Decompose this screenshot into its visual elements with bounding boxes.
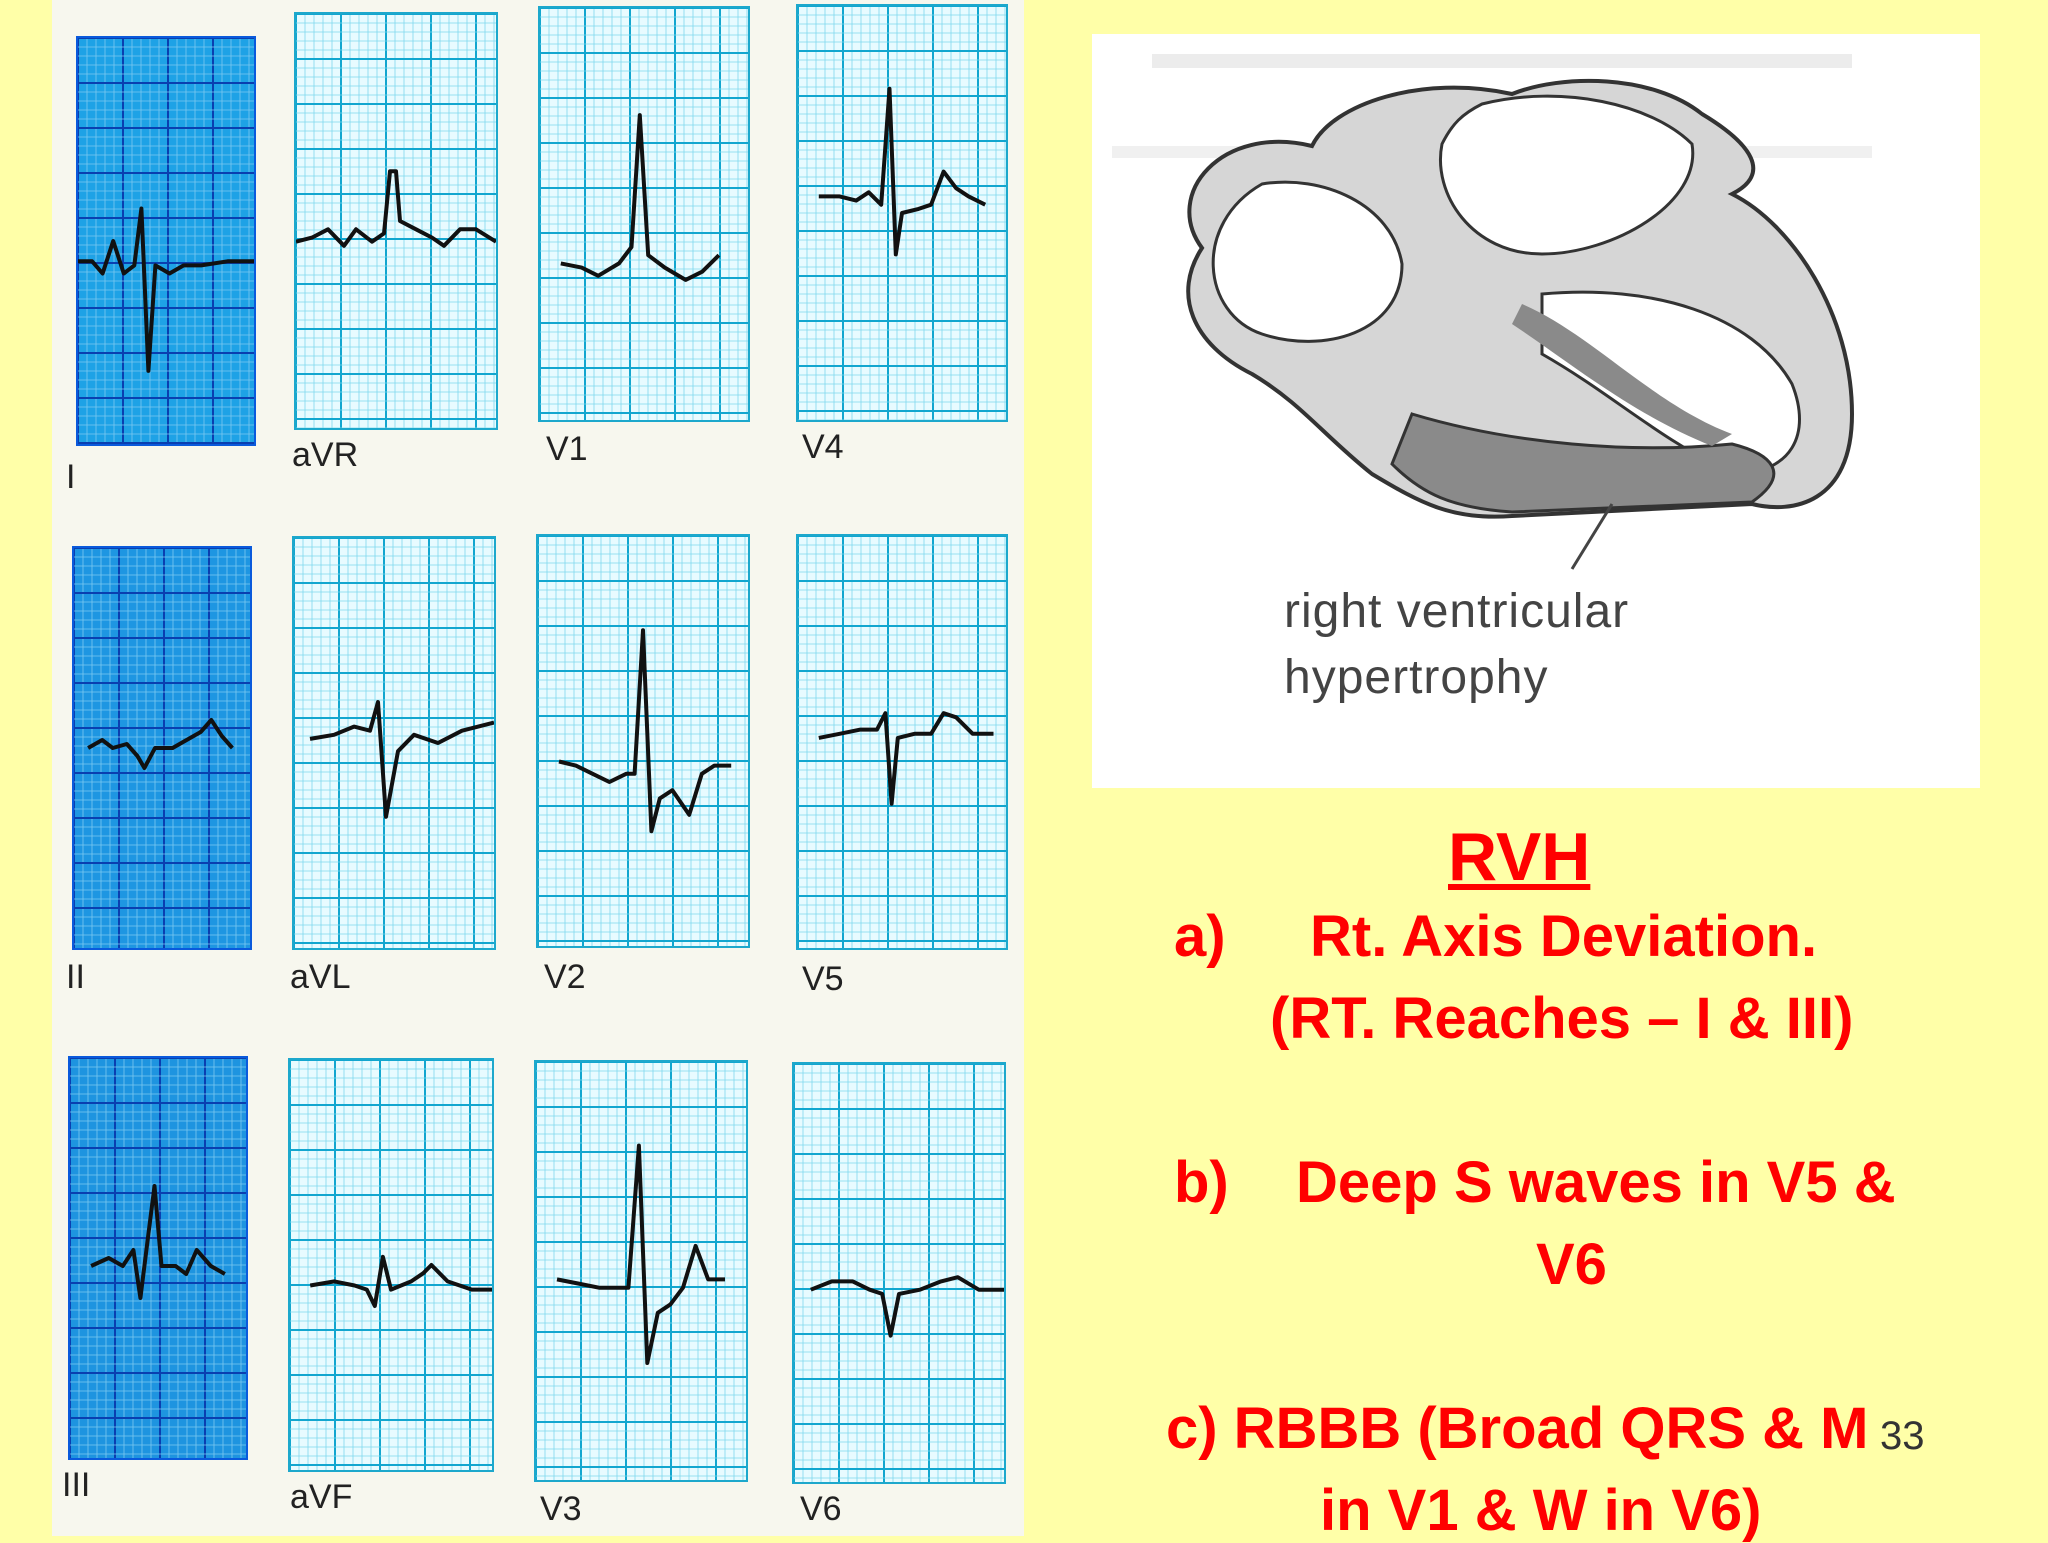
ecg-waveform <box>560 113 721 282</box>
ecg-trace-II <box>74 548 250 948</box>
ecg-12-lead-panel: I aVR V1 V4 II aVL V2 V5 III aVF V3 V6 <box>52 0 1024 1536</box>
lead-label-V3: V3 <box>540 1490 582 1528</box>
lead-label-I: I <box>66 458 76 496</box>
ecg-trace-III <box>70 1058 246 1458</box>
ecg-strip-lead-V3 <box>534 1060 748 1482</box>
ecg-trace-V6 <box>794 1064 1004 1482</box>
ecg-waveform <box>558 628 732 834</box>
ecg-strip-lead-V2 <box>536 534 750 948</box>
ecg-strip-lead-V6 <box>792 1062 1006 1484</box>
ecg-trace-V1 <box>540 8 748 420</box>
ecg-strip-lead-I <box>76 36 256 446</box>
lead-label-II: II <box>66 958 85 996</box>
point-c-line2: in V1 & W in V6) <box>1320 1478 1762 1543</box>
septum-band <box>1512 304 1732 446</box>
left-atrium <box>1439 94 1695 256</box>
hypertrophied-rv-wall <box>1390 412 1776 514</box>
figure-caption-line1: right ventricular <box>1284 585 1630 638</box>
point-b-marker: b) <box>1174 1150 1229 1215</box>
ecg-waveform <box>90 1184 226 1300</box>
ecg-strip-lead-II <box>72 546 252 950</box>
point-c-line1: c) RBBB (Broad QRS & M <box>1166 1396 1869 1461</box>
lead-label-V6: V6 <box>800 1490 842 1528</box>
figure-caption-line2: hypertrophy <box>1284 651 1549 704</box>
ecg-trace-V2 <box>538 536 748 946</box>
ecg-trace-V3 <box>536 1062 746 1480</box>
lead-label-aVL: aVL <box>290 958 351 996</box>
point-b-line2: V6 <box>1536 1232 1607 1297</box>
ecg-strip-lead-aVF <box>288 1058 494 1472</box>
ecg-trace-aVR <box>296 14 496 428</box>
ecg-waveform <box>810 1275 1004 1338</box>
ecg-strip-lead-III <box>68 1056 248 1460</box>
lead-label-aVR: aVR <box>292 436 359 474</box>
ecg-strip-lead-V4 <box>796 4 1008 422</box>
slide-number: 33 <box>1880 1414 1925 1458</box>
ecg-waveform <box>818 86 987 257</box>
ecg-waveform <box>309 1254 492 1308</box>
lead-label-V1: V1 <box>546 430 588 468</box>
ecg-waveform <box>556 1143 725 1365</box>
ecg-trace-aVF <box>290 1060 492 1470</box>
ecg-trace-V4 <box>798 6 1006 420</box>
label-pointer-line <box>1570 503 1614 570</box>
point-a-marker: a) <box>1174 904 1226 969</box>
lead-label-V2: V2 <box>544 958 586 996</box>
ecg-strip-lead-V1 <box>538 6 750 422</box>
heart-cross-section-figure: right ventricular hypertrophy <box>1092 34 1980 788</box>
lead-label-V4: V4 <box>802 428 844 466</box>
ecg-waveform <box>296 169 496 248</box>
heart-diagram <box>1112 54 1872 570</box>
rvh-title: RVH <box>1448 819 1591 895</box>
point-b-line1: Deep S waves in V5 & <box>1296 1150 1896 1215</box>
ecg-trace-I <box>78 38 254 444</box>
ecg-strip-lead-V5 <box>796 534 1008 950</box>
ecg-strip-lead-aVR <box>294 12 498 430</box>
ecg-waveform <box>309 700 494 819</box>
lead-label-III: III <box>62 1466 91 1504</box>
point-a-line2: (RT. Reaches – I & III) <box>1270 986 1854 1051</box>
ecg-waveform <box>78 206 254 373</box>
ecg-trace-V5 <box>798 536 1006 948</box>
lead-label-aVF: aVF <box>290 1478 353 1516</box>
lead-label-V5: V5 <box>802 960 844 998</box>
right-atrium <box>1211 180 1404 343</box>
ecg-waveform <box>818 711 994 806</box>
point-a-line1: Rt. Axis Deviation. <box>1310 904 1818 969</box>
left-ventricle <box>1540 290 1801 476</box>
ecg-trace-aVL <box>294 538 494 948</box>
ecg-waveform <box>87 718 234 770</box>
ecg-strip-lead-aVL <box>292 536 496 950</box>
